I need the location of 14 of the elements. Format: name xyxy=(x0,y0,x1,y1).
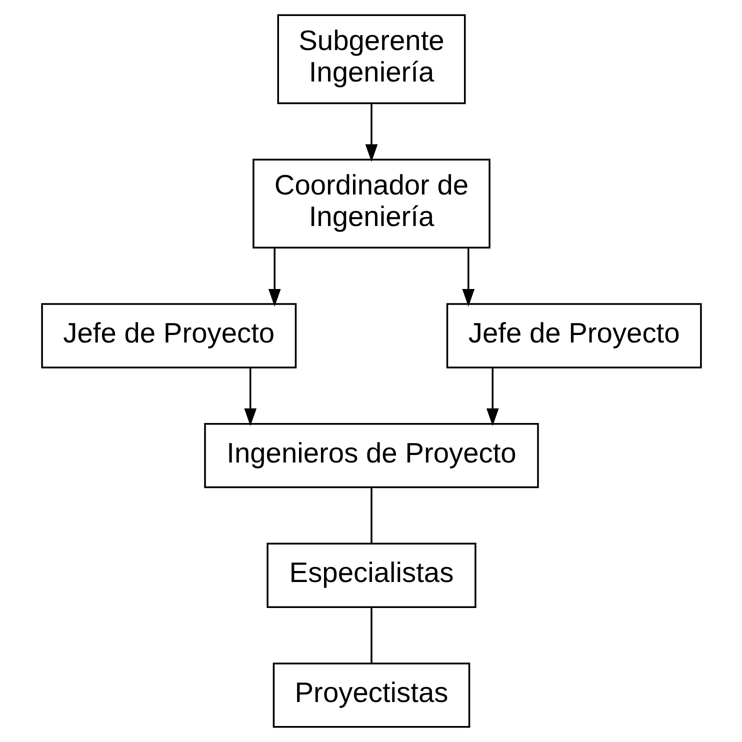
node-box: Jefe de Proyecto xyxy=(446,303,702,368)
node-box: Subgerente Ingeniería xyxy=(276,14,466,104)
node-box: Coordinador de Ingeniería xyxy=(252,158,490,249)
node-box: Jefe de Proyecto xyxy=(40,303,296,368)
arrow xyxy=(486,368,498,426)
arrow xyxy=(268,248,280,307)
node-box: Ingenieros de Proyecto xyxy=(204,422,538,488)
arrow xyxy=(244,368,256,426)
connector xyxy=(370,607,372,663)
node-box: Especialistas xyxy=(266,542,476,608)
arrow xyxy=(462,248,474,307)
connector xyxy=(370,488,372,544)
arrow xyxy=(364,103,378,162)
node-box: Proyectistas xyxy=(272,662,470,728)
